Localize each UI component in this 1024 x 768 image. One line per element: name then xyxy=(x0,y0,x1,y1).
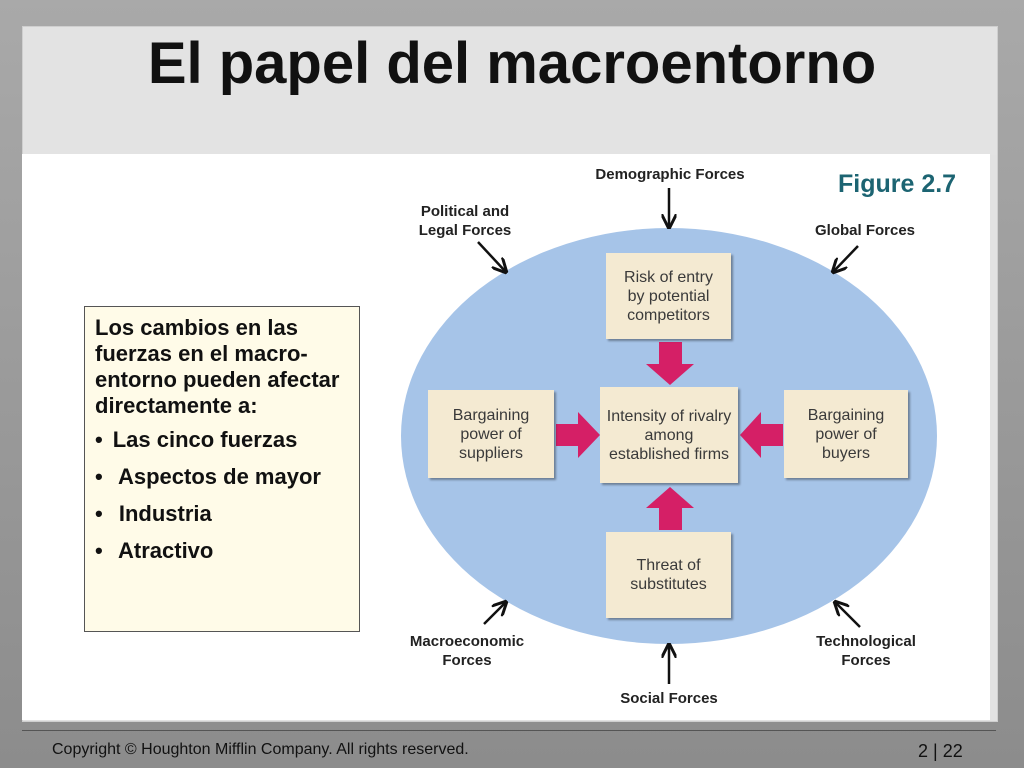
suppliers-box: Bargaining power of suppliers xyxy=(428,390,554,478)
note-bullet: • Aspectos de mayor xyxy=(95,464,321,489)
footer-page-number: 2 | 22 xyxy=(918,741,963,761)
arrow-entry-to-rivalry xyxy=(646,342,694,385)
threat-of-substitutes-box: Threat of substitutes xyxy=(606,532,731,618)
footer-divider xyxy=(22,730,996,731)
buyers-box: Bargaining power of buyers xyxy=(784,390,908,478)
arrow-political xyxy=(477,241,505,271)
arrow-suppliers-to-rivalry xyxy=(556,412,600,458)
demographic-forces-label: Demographic Forces xyxy=(595,166,745,183)
macroeconomic-forces-label: Macroeconomic Forces xyxy=(409,633,525,669)
technological-forces-label: Technological Forces xyxy=(816,633,916,669)
figure-label: Figure 2.7 xyxy=(838,170,957,198)
bullet-dot: • xyxy=(95,427,103,452)
social-forces-label: Social Forces xyxy=(620,690,718,707)
note-textbox: Los cambios en las fuerzas en el macro-e… xyxy=(84,306,360,632)
note-bullet: •Las cinco fuerzas xyxy=(95,427,298,452)
political-legal-forces-label: Political and Legal Forces xyxy=(418,203,512,239)
bullet-dot: • xyxy=(95,501,103,526)
arrow-substitutes-to-rivalry xyxy=(646,487,694,530)
note-intro: Los cambios en las fuerzas en el macro-e… xyxy=(95,315,340,418)
note-bullet: • Atractivo xyxy=(95,538,214,563)
global-forces-label: Global Forces xyxy=(814,222,916,239)
bullet-dot: • xyxy=(95,464,103,489)
page-title: El papel del macroentorno xyxy=(147,31,877,96)
risk-of-entry-box: Risk of entry by potential competitors xyxy=(606,253,731,339)
bullet-dot: • xyxy=(95,538,103,563)
rivalry-box: Intensity of rivalry among established f… xyxy=(600,387,738,483)
note-bullet: • Industria xyxy=(95,501,212,526)
arrow-global xyxy=(834,245,859,271)
footer-copyright: Copyright © Houghton Mifflin Company. Al… xyxy=(52,741,469,758)
arrow-buyers-to-rivalry xyxy=(740,412,783,458)
title-band xyxy=(23,27,997,155)
arrow-technological xyxy=(836,603,861,628)
arrow-macroeconomic xyxy=(483,603,505,625)
